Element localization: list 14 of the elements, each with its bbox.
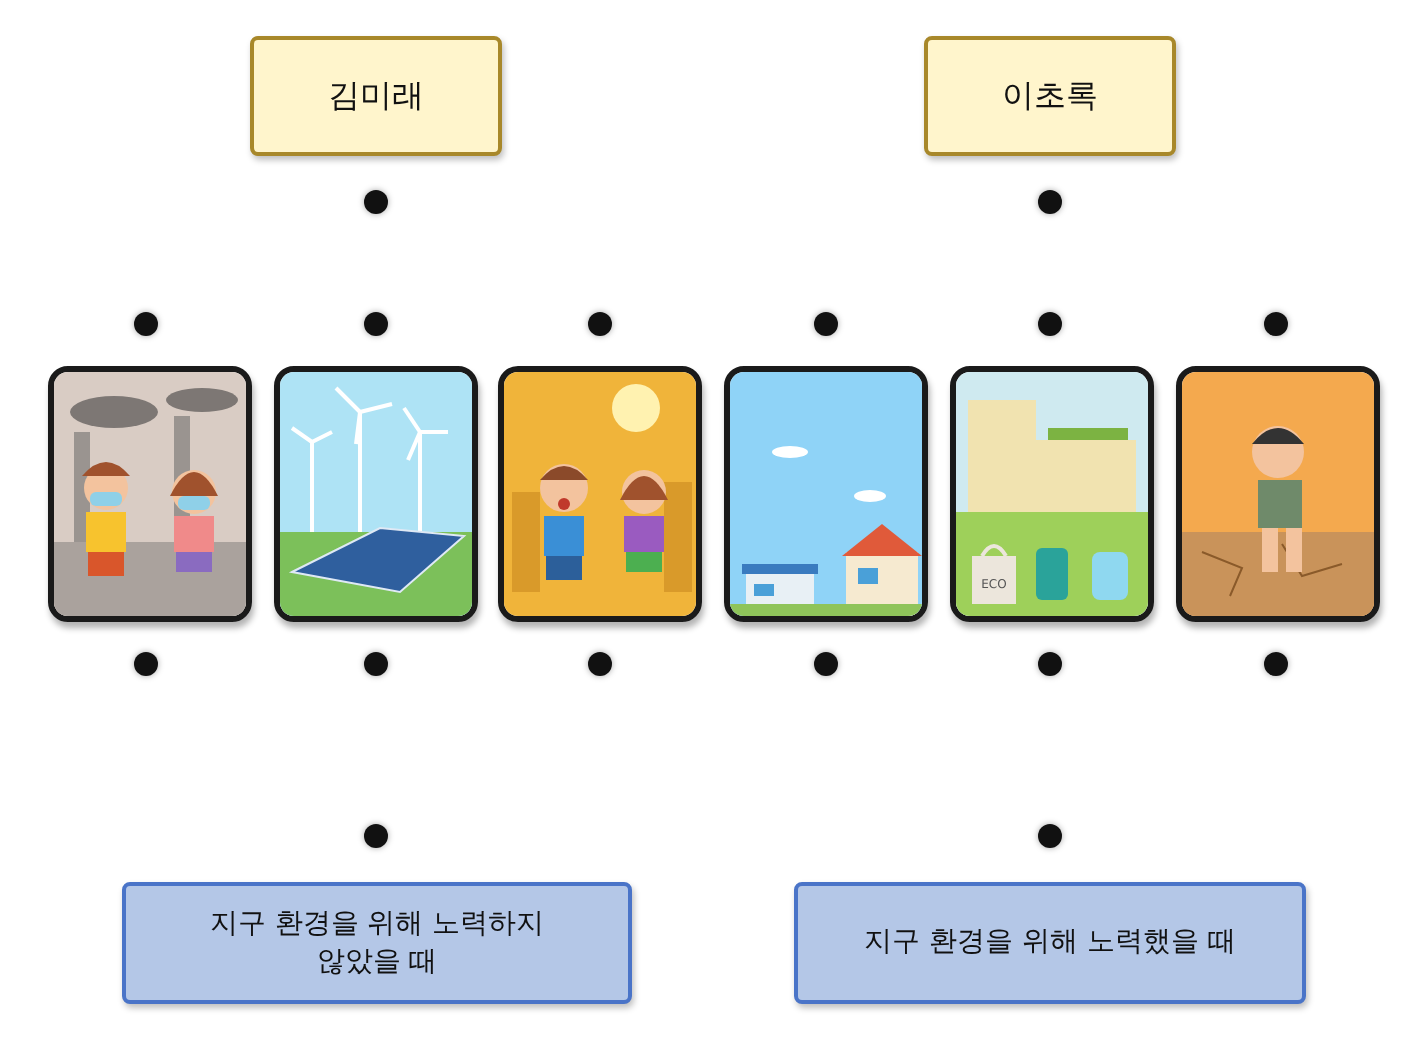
name-box (924, 36, 1176, 156)
heatwave-children-picture (498, 366, 702, 622)
box-text: 지구 환경을 위해 노력했을 때 (864, 924, 1236, 962)
box-text: 지구 환경을 위해 노력하지 않았을 때 (207, 905, 547, 981)
clear-sky-houses-picture (724, 366, 928, 622)
drought-boy-picture (1176, 366, 1380, 622)
box-text: 이초록 (1002, 74, 1098, 118)
name-box (250, 36, 502, 156)
eco-town-picture (950, 366, 1154, 622)
box-text: 김미래 (328, 74, 424, 118)
result-box (794, 882, 1306, 1004)
wind-solar-farm-picture (274, 366, 478, 622)
result-box (122, 882, 632, 1004)
smog-factory-picture (48, 366, 252, 622)
